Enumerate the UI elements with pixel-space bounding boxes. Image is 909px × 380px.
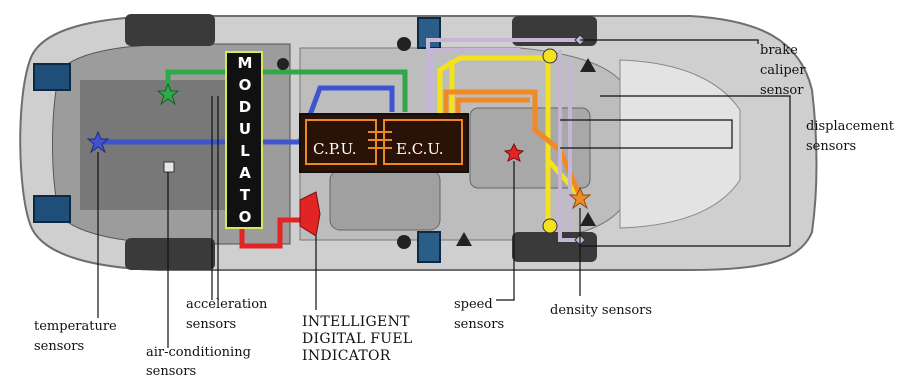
air-conditioning-sensors-label: air-conditioning sensors bbox=[146, 345, 251, 379]
temperature-sensors-label: temperature sensors bbox=[34, 319, 117, 354]
modulator-letter: M bbox=[237, 54, 253, 72]
modulator-letter: O bbox=[238, 76, 252, 94]
front-right-wheel bbox=[125, 238, 215, 270]
fuel-indicator-sensor bbox=[299, 191, 321, 237]
temperature-sensor-star bbox=[86, 130, 110, 154]
modulator-label: M O D U L A T O bbox=[228, 54, 262, 226]
speed-sensors-label: speed sensors bbox=[454, 297, 505, 332]
modulator-letter: A bbox=[239, 164, 251, 182]
brake-caliper-sensor-label: brake caliper sensor bbox=[760, 43, 806, 98]
green-wire bbox=[165, 69, 408, 112]
acceleration-sensors-label: acceleration sensors bbox=[186, 297, 268, 332]
fuel-indicator-label: INTELLIGENT DIGITAL FUEL INDICATOR bbox=[302, 314, 413, 364]
acceleration-sensor-star bbox=[156, 82, 180, 106]
red-wire bbox=[239, 217, 300, 249]
lavender-wire bbox=[426, 38, 580, 242]
displacement-sensors-label: displacement sensors bbox=[806, 119, 894, 154]
leader-lines bbox=[97, 39, 791, 348]
modulator-letter: L bbox=[240, 142, 250, 160]
modulator-letter: D bbox=[238, 98, 252, 116]
modulator-box bbox=[225, 51, 263, 229]
rear-right-wheel bbox=[512, 232, 597, 262]
front-left-wheel bbox=[125, 14, 215, 46]
ecu-label: E.C.U. bbox=[396, 140, 444, 158]
air-conditioning-sensor bbox=[163, 161, 175, 173]
speed-sensor-star bbox=[503, 142, 525, 162]
density-sensors-label: density sensors bbox=[550, 303, 653, 318]
yellow-wire bbox=[437, 55, 582, 230]
modulator-letter: U bbox=[238, 120, 252, 138]
modulator-letter: O bbox=[238, 208, 252, 226]
density-sensor-star bbox=[568, 186, 592, 210]
cpu-label: C.P.U. bbox=[313, 140, 357, 158]
modulator-letter: T bbox=[239, 186, 251, 204]
orange-wire bbox=[443, 89, 583, 197]
